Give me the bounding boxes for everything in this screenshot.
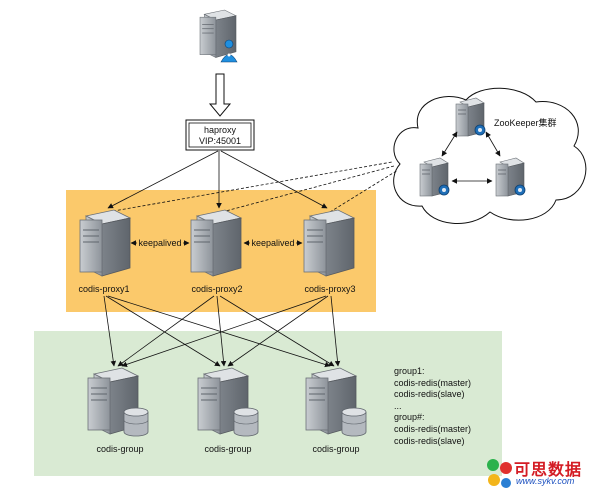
group-note-line: group#: (394, 412, 425, 423)
client-server-icon (199, 9, 237, 58)
watermark-url: www.sykv.com (516, 476, 575, 486)
group-label: codis-group (96, 444, 143, 454)
group-note-line: codis-redis(master) (394, 377, 472, 388)
haproxy-vip: VIP:45001 (199, 136, 241, 146)
group-note-line: codis-redis(slave) (394, 435, 465, 446)
database-icon (341, 407, 367, 437)
user-icon (220, 39, 238, 63)
watermark-logo-icon (487, 459, 512, 488)
proxy-server-icon (190, 209, 242, 277)
haproxy-box (185, 119, 255, 151)
proxy-label: codis-proxy1 (78, 284, 129, 294)
proxy-label: codis-proxy3 (304, 284, 355, 294)
group-label: codis-group (312, 444, 359, 454)
watermark: 可思数据 www.sykv.com (484, 456, 598, 492)
request-arrow-icon (208, 73, 232, 117)
haproxy-name: haproxy (204, 125, 237, 135)
group-note: group1: codis-redis(master) codis-redis(… (394, 366, 504, 447)
group-note-line: group1: (394, 366, 425, 376)
keepalived-label: keepalived (138, 238, 181, 248)
zookeeper-cloud (393, 87, 587, 224)
proxy-server-icon (79, 209, 131, 277)
group-label: codis-group (204, 444, 251, 454)
keepalived-label: keepalived (251, 238, 294, 248)
database-icon (123, 407, 149, 437)
group-note-line: ... (394, 400, 402, 411)
group-note-line: codis-redis(slave) (394, 389, 465, 400)
proxy-server-icon (303, 209, 355, 277)
watermark-name: 可思数据 (514, 462, 583, 479)
proxy-label: codis-proxy2 (191, 284, 242, 294)
zookeeper-label: ZooKeeper集群 (494, 117, 557, 128)
database-icon (233, 407, 259, 437)
group-note-line: codis-redis(master) (394, 423, 472, 434)
